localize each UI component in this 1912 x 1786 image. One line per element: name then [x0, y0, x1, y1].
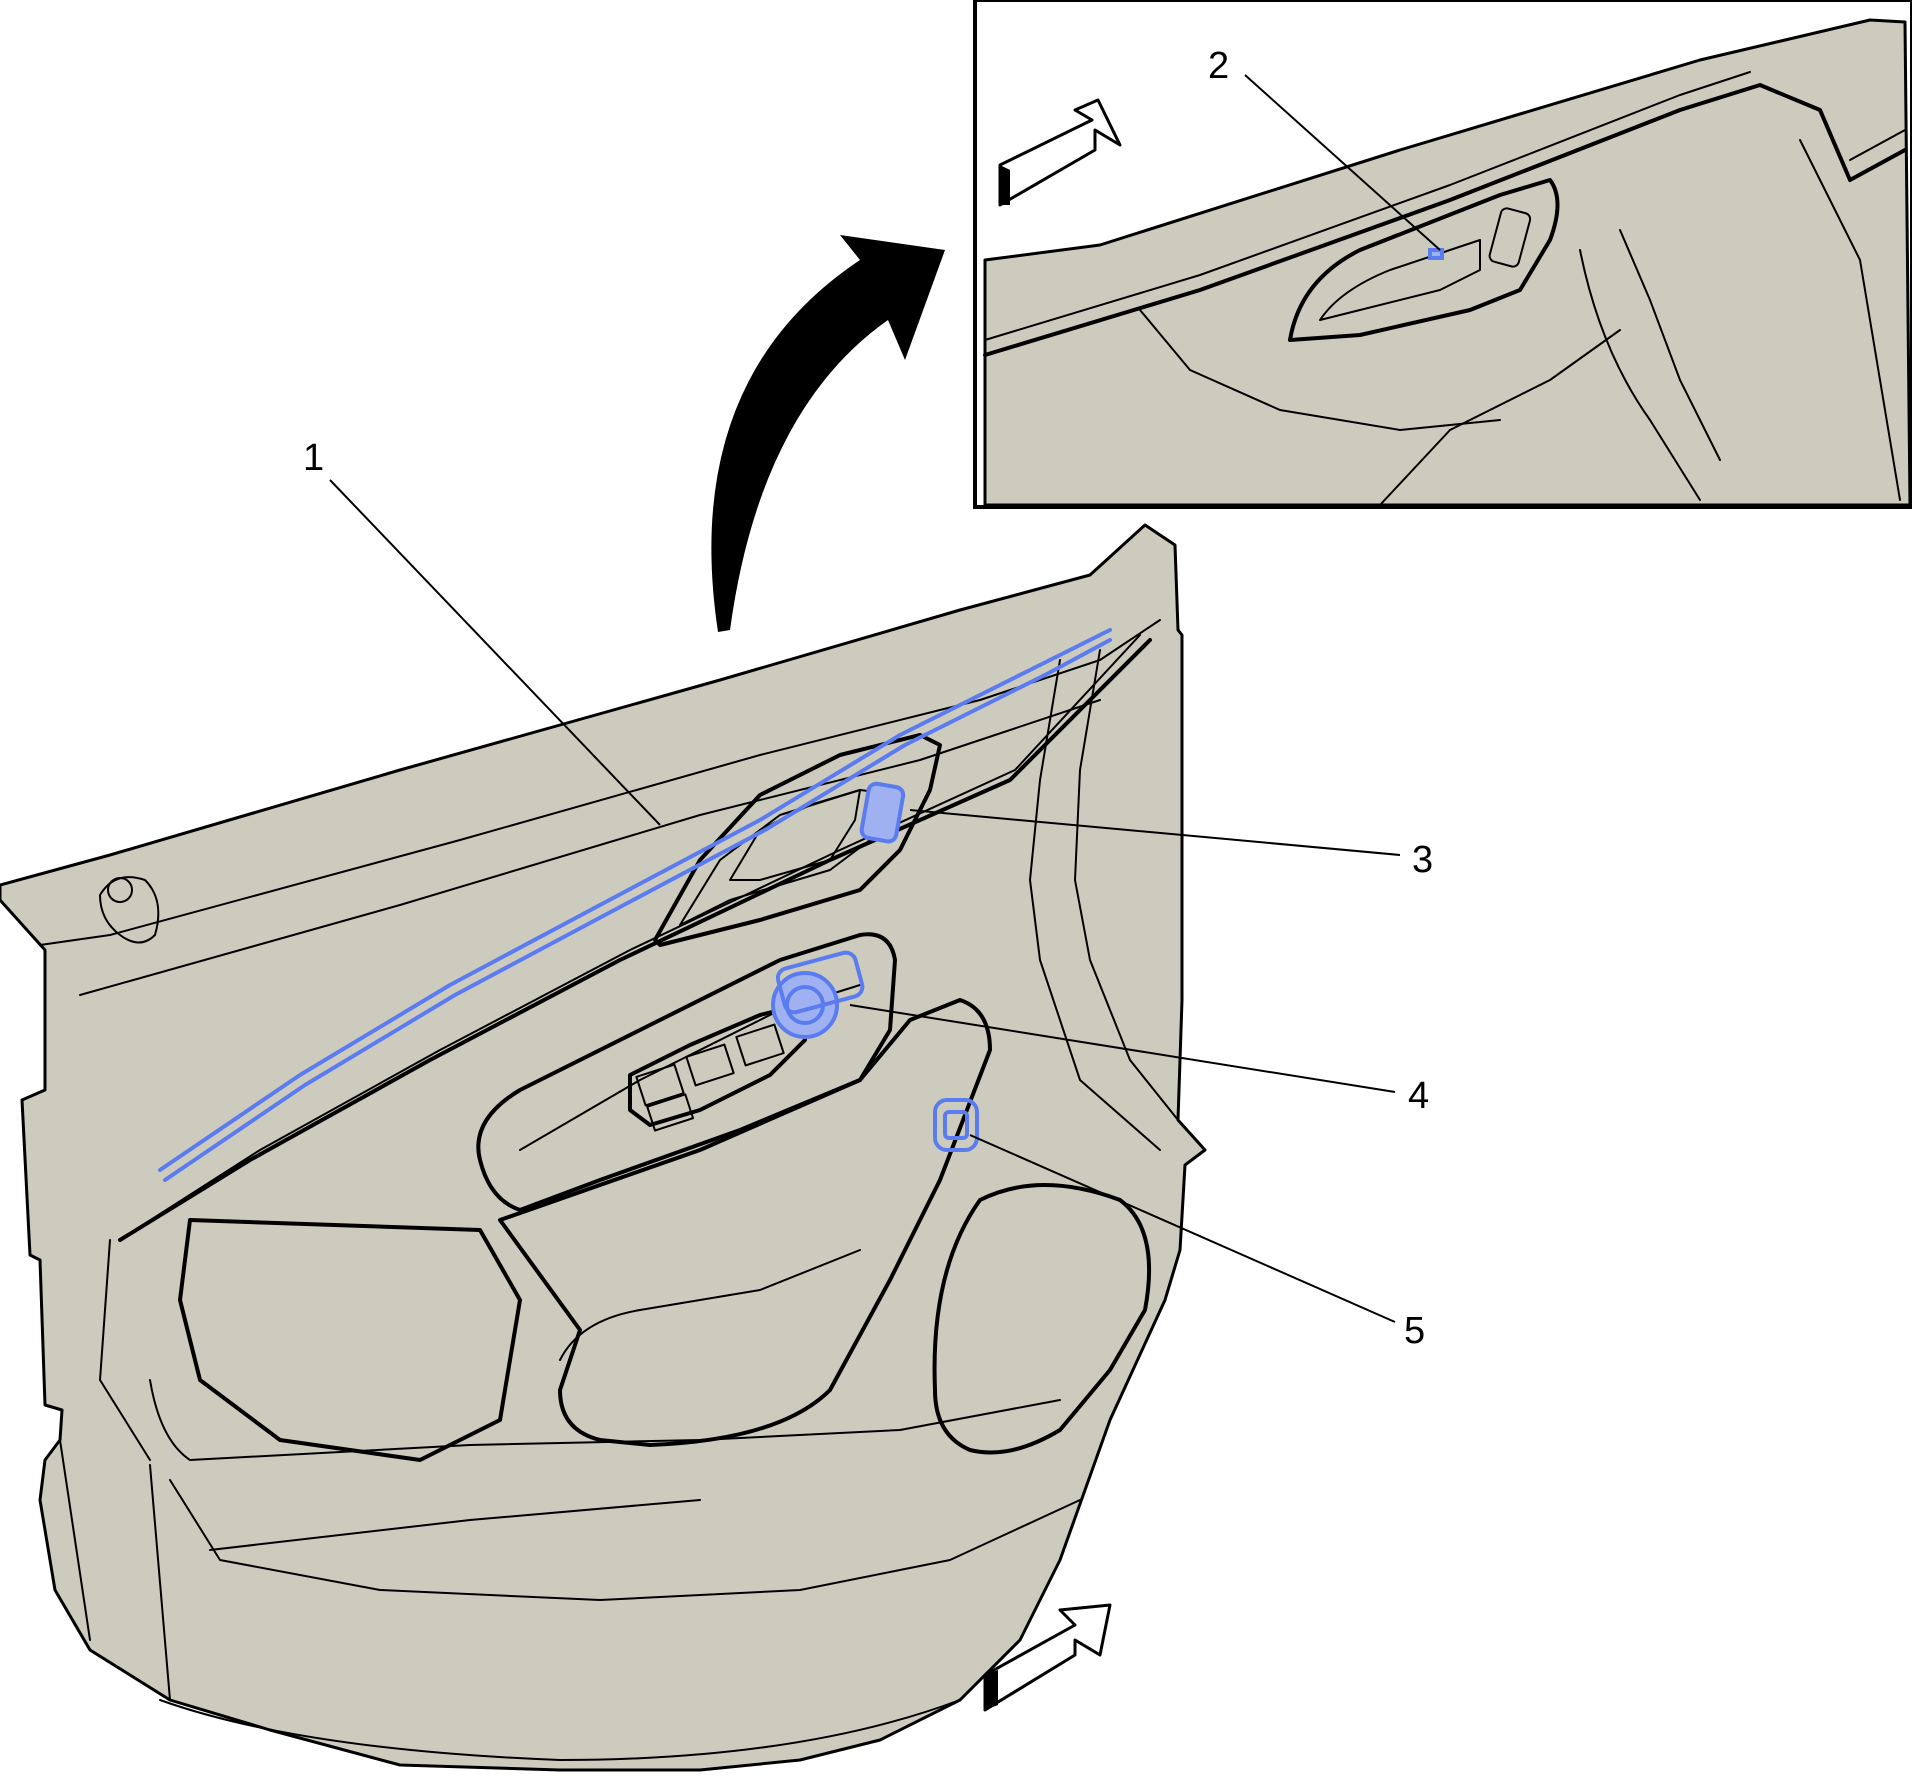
window-switch-bank [628, 1003, 807, 1132]
belt-seal-highlight [158, 628, 1112, 1172]
callout-5: 5 [1404, 1310, 1425, 1352]
view-direction-arrow-icon [983, 1603, 1112, 1712]
callout-1: 1 [303, 437, 324, 479]
detail-inset [973, 0, 1912, 509]
door-trim-panel [0, 523, 1207, 1772]
highlighted-components [158, 628, 1112, 1182]
switch-5-highlight [933, 1098, 979, 1152]
curved-arrow-icon [711, 235, 945, 632]
callout-2: 2 [1208, 45, 1229, 87]
mirror-switch-highlight [771, 971, 839, 1039]
callout-leaders [329, 74, 1441, 1323]
view-direction-arrow-icon [998, 98, 1122, 207]
callout-3: 3 [1412, 839, 1433, 881]
callout-4: 4 [1408, 1075, 1429, 1117]
callout-labels: 1 2 3 4 5 [303, 45, 1433, 1352]
door-lock-switch-highlight [859, 781, 906, 844]
